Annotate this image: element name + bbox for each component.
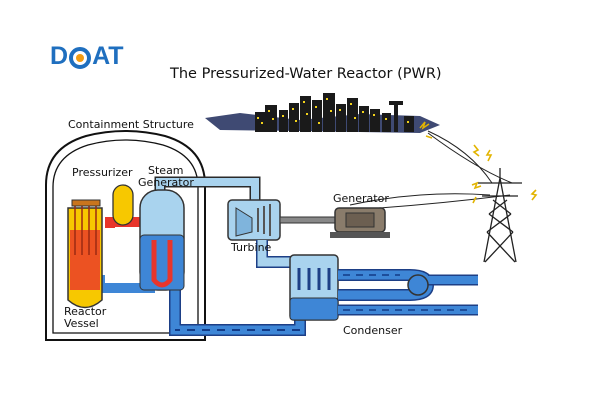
reactor-vessel <box>67 199 103 309</box>
logo-letter-d: D <box>50 42 69 70</box>
condenser <box>289 254 339 321</box>
city-skyline <box>205 93 440 139</box>
steam-generator <box>139 189 185 291</box>
steam-generator-label-line2: Generator <box>138 176 194 189</box>
cooling-water-pipes <box>338 269 478 316</box>
pressurizer-label: Pressurizer <box>72 166 133 179</box>
dat-logo: D AT <box>50 44 124 69</box>
generator <box>330 207 390 238</box>
generator-label: Generator <box>333 192 389 205</box>
transmission-tower <box>478 168 522 263</box>
spark-icons <box>471 144 538 204</box>
reactor-vessel-label-line2: Vessel <box>64 317 99 330</box>
logo-letters-at: AT <box>92 42 124 70</box>
logo-ring-icon <box>69 46 92 69</box>
turbine <box>227 199 281 241</box>
turbine-label: Turbine <box>231 241 272 254</box>
containment-label: Containment Structure <box>68 118 194 131</box>
reactor-vessel-label-line1: Reactor <box>64 305 107 318</box>
turbine-shaft <box>279 216 336 224</box>
condenser-label: Condenser <box>343 324 403 337</box>
diagram-title: The Pressurized-Water Reactor (PWR) <box>170 66 442 82</box>
steam-generator-label-line1: Steam <box>148 164 184 177</box>
pressurizer <box>112 184 134 226</box>
